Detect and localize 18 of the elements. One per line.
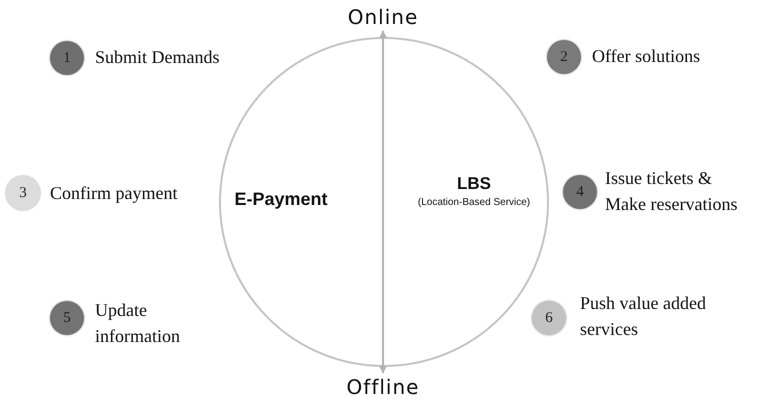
double-arrow <box>379 30 387 374</box>
section-title: LBS <box>457 173 491 195</box>
step-number-circle: 3 <box>6 176 40 210</box>
step-number-circle: 4 <box>563 175 597 209</box>
step-label: Confirm payment <box>50 182 178 205</box>
step-label: Push value added services <box>580 292 707 341</box>
step-number-circle: 1 <box>50 41 84 75</box>
section-title: E-Payment <box>234 188 328 210</box>
step-label: Submit Demands <box>95 46 220 69</box>
axis-label: Online <box>340 4 426 30</box>
step-label: Issue tickets & Make reservations <box>605 167 738 216</box>
step-number-circle: 2 <box>547 40 581 74</box>
step-number-circle: 5 <box>50 301 84 335</box>
section-subtitle: (Location-Based Service) <box>418 196 530 210</box>
step-label: Offer solutions <box>592 45 700 68</box>
step-number-circle: 6 <box>532 301 566 335</box>
axis-label: Offline <box>334 374 432 400</box>
step-label: Update information <box>95 299 181 348</box>
